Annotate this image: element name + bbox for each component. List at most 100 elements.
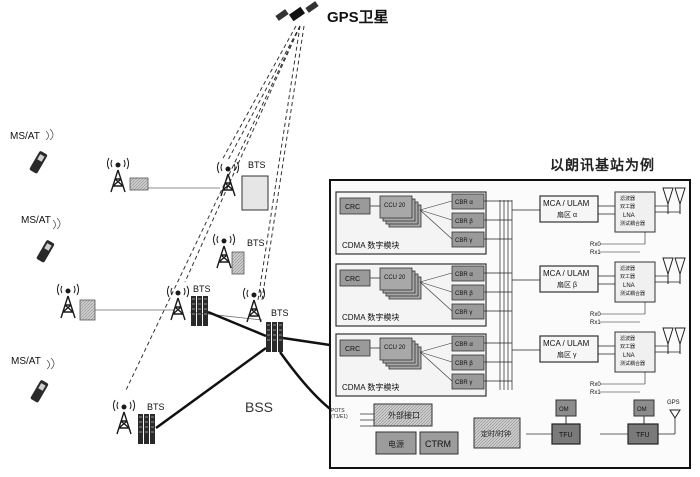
cross-connect-bus — [499, 200, 513, 390]
mca-sector-label: 扇区 γ — [557, 350, 577, 359]
mca-label: MCA / ULAM — [543, 339, 590, 348]
gps-antenna-icon — [669, 409, 681, 419]
ccu-card — [379, 267, 413, 291]
lna-filter-box — [614, 191, 656, 233]
cbr-box — [451, 354, 485, 371]
rx0-label: Rx0 — [590, 382, 601, 388]
mobile-label: MS/AT — [21, 215, 51, 226]
cbr-box — [451, 303, 485, 320]
mca-label: MCA / ULAM — [543, 199, 590, 208]
pots-label: POTS — [331, 408, 345, 414]
tower-icon — [112, 399, 136, 435]
power-label: 电源 — [388, 439, 404, 449]
lna-line-3: LNA — [623, 283, 635, 289]
mca-label: MCA / ULAM — [543, 269, 590, 278]
bss-trunk-lines — [155, 310, 335, 430]
ccu-card — [379, 337, 413, 361]
bss-label: BSS — [245, 399, 273, 415]
external-interface-box — [373, 403, 433, 427]
cbr-label: CBR γ — [455, 310, 472, 316]
ccu-label: CCU 20 — [384, 275, 406, 281]
cbr-label: CBR β — [455, 291, 473, 297]
gps-antenna-label: GPS — [667, 400, 680, 406]
crc-label: CRC — [345, 346, 360, 353]
ccu-card — [379, 195, 413, 219]
lna-line-2: 双工器 — [620, 274, 635, 280]
cbr-label: CBR α — [455, 272, 473, 278]
cbr-label: CBR α — [455, 342, 473, 348]
external-interface-label: 外部接口 — [388, 410, 420, 420]
rx1-label: Rx1 — [590, 320, 601, 326]
lna-line-4: 测试耦合器 — [620, 360, 645, 367]
cbr-box — [451, 212, 485, 229]
bts-label: BTS — [193, 284, 211, 294]
lna-line-1: 滤波器 — [620, 335, 635, 342]
pots-sub-label: (T1/E1) — [331, 414, 348, 420]
mobile-label: MS/AT — [10, 131, 40, 142]
timing-label: 定时/时钟 — [481, 429, 511, 438]
rx0-label: Rx0 — [590, 242, 601, 248]
cbr-box — [451, 284, 485, 301]
gps-satellite-label: GPS卫星 — [327, 9, 389, 26]
lna-line-4: 测试耦合器 — [620, 220, 645, 227]
detail-title: 以朗讯基站为例 — [550, 157, 655, 173]
crc-label: CRC — [345, 204, 360, 211]
bts-rack-icon — [137, 413, 156, 445]
tower-icon — [166, 285, 190, 321]
lna-line-2: 双工器 — [620, 204, 635, 210]
rx1-label: Rx1 — [590, 390, 601, 396]
bts-cabinet-icon — [241, 175, 269, 211]
gps-signal-lines — [125, 25, 305, 391]
bts-label: BTS — [147, 402, 165, 412]
mca-box — [539, 265, 599, 293]
mobile-label: MS/AT — [11, 356, 41, 367]
ctrm-box — [419, 431, 459, 455]
lna-line-1: 滤波器 — [620, 265, 635, 272]
mobile-terminal-2: MS/AT — [21, 215, 61, 264]
lna-line-3: LNA — [623, 213, 635, 219]
module-label: CDMA 数字模块 — [342, 240, 399, 250]
lna-filter-box — [614, 261, 656, 303]
equipment-box-icon — [79, 299, 96, 321]
bts-label: BTS — [271, 308, 289, 318]
tfu-label: TFU — [559, 432, 573, 439]
cbr-box — [451, 193, 485, 210]
cbr-box — [451, 265, 485, 282]
crc-label: CRC — [345, 276, 360, 283]
om-label: OM — [559, 407, 569, 413]
cbr-label: CBR α — [455, 200, 473, 206]
bts-rack-icon — [265, 321, 284, 353]
module-label: CDMA 数字模块 — [342, 382, 399, 392]
lna-line-3: LNA — [623, 353, 635, 359]
bottom-row: POTS (T1/E1) 外部接口 电源 CTRM 定时/时钟 OM TFU O… — [331, 399, 681, 455]
bts-label: BTS — [247, 238, 265, 248]
equipment-box-icon — [129, 177, 149, 191]
mobile-terminal-1: MS/AT — [10, 128, 54, 175]
cbr-label: CBR γ — [455, 380, 472, 386]
mca-sector-label: 扇区 β — [557, 280, 577, 289]
cbr-box — [451, 231, 485, 248]
ccu-label: CCU 20 — [384, 345, 406, 351]
mca-sector-label: 扇区 α — [557, 210, 577, 219]
rx0-label: Rx0 — [590, 312, 601, 318]
rx1-label: Rx1 — [590, 250, 601, 256]
timing-box — [473, 417, 521, 449]
bts-rack-icon — [190, 295, 209, 327]
tower-icon — [212, 233, 236, 269]
cdma-modules: CRC CCU 20 CBR α CBR β CBR γ CDMA 数字模块 CRC CCU … — [335, 191, 513, 397]
ccu-label: CCU 20 — [384, 203, 406, 209]
mca-box — [539, 335, 599, 363]
cbr-label: CBR β — [455, 219, 473, 225]
ctrm-label: CTRM — [425, 439, 451, 449]
bts-label: BTS — [248, 160, 266, 170]
lna-filter-box — [614, 331, 656, 373]
equipment-box-icon — [231, 251, 245, 275]
cbr-box — [451, 335, 485, 352]
module-label: CDMA 数字模块 — [342, 312, 399, 322]
